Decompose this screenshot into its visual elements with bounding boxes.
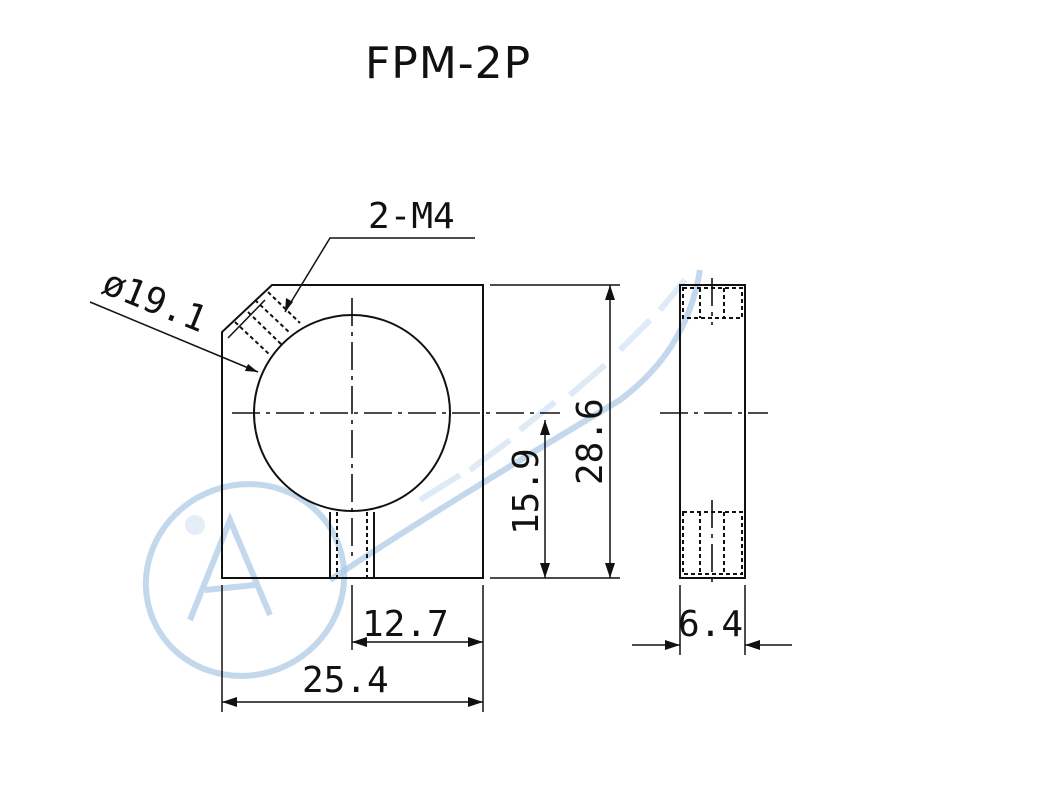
thread-hole-line (254, 299, 291, 334)
thickness-label: 6.4 (678, 604, 743, 645)
horizontal-dimensions (221, 585, 484, 712)
half-width-label: 12.7 (362, 604, 449, 645)
front-view (221, 284, 560, 579)
total-width-label: 25.4 (302, 660, 389, 701)
diameter-leader (89, 301, 259, 373)
front-outline (221, 284, 484, 579)
vertical-dimensions (490, 284, 620, 579)
thread-hole-line (234, 321, 271, 356)
leaders (89, 237, 475, 373)
side-view (632, 278, 792, 655)
thread-hole-line (267, 291, 301, 324)
thread-leader (284, 237, 475, 313)
thread-hole-line (247, 311, 283, 346)
total-height-label: 28.6 (570, 398, 611, 485)
center-height-label: 15.9 (506, 448, 547, 535)
thread-label: 2-M4 (368, 196, 455, 237)
drawing-title: FPM-2P (365, 38, 532, 89)
